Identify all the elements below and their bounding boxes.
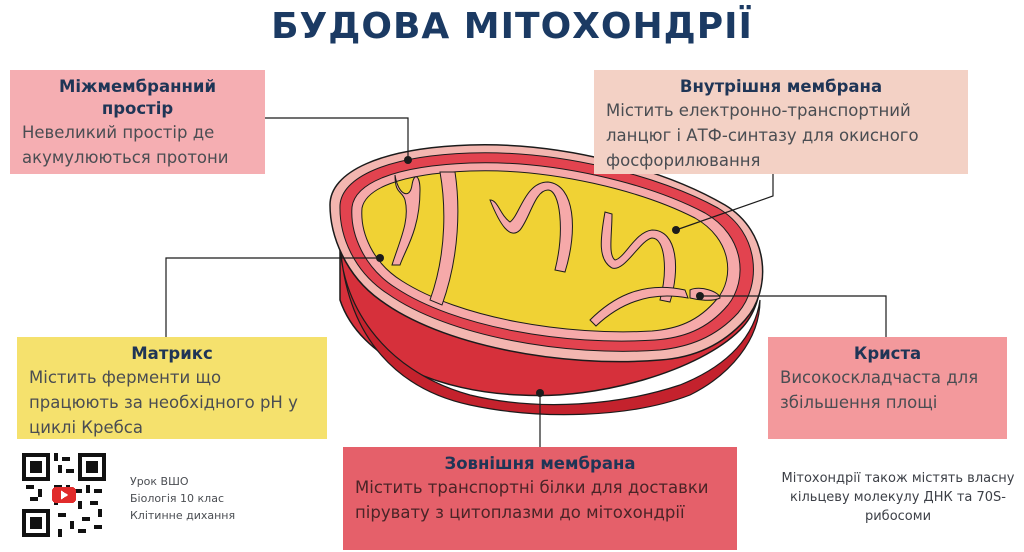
matrix-title: Матрикс — [131, 344, 213, 363]
crista-title: Криста — [853, 344, 922, 363]
crista-text: Високоскладчаста для збільшення площі — [780, 368, 979, 412]
pointer-dots — [376, 156, 704, 397]
pointer-crista — [700, 295, 887, 337]
intermembrane-space-label: Міжмембранний простір Невеликий простір … — [10, 70, 265, 174]
outer-membrane-text: Містить транспортні білки для доставки п… — [355, 478, 709, 522]
outer-membrane-label: Зовнішня мембрана Містить транспортні бі… — [343, 447, 737, 550]
pointer-inner-membrane — [675, 174, 774, 231]
cristae — [391, 171, 721, 327]
qr-code-icon[interactable] — [22, 453, 106, 537]
intermembrane-title: Міжмембранний простір — [58, 77, 217, 118]
outer-membrane-bottom — [339, 239, 761, 416]
outer-membrane-title: Зовнішня мембрана — [444, 454, 636, 473]
pointer-lines — [165, 117, 887, 447]
lesson-line-3: Клітинне дихання — [130, 509, 236, 522]
pointer-matrix — [165, 257, 380, 337]
pointer-intermembrane — [265, 117, 409, 160]
inner-membrane-title: Внутрішня мембрана — [679, 77, 883, 96]
lesson-line-1: Урок ВШО — [130, 475, 189, 488]
footnote: Мітохондрії також містять власну кільцев… — [781, 471, 1015, 524]
intermembrane-text: Невеликий простір де акумулюються протон… — [22, 123, 229, 167]
page-title: БУДОВА МІТОХОНДРІЇ — [271, 6, 753, 47]
crista-label: Криста Високоскладчаста для збільшення п… — [768, 337, 1007, 439]
inner-membrane-label: Внутрішня мембрана Містить електронно-тр… — [594, 70, 968, 174]
lesson-line-2: Біологія 10 клас — [130, 492, 224, 505]
matrix-label: Матрикс Містить ферменти що працюють за … — [17, 337, 327, 439]
inner-membrane-text: Містить електронно-транспортний ланцюг і… — [606, 101, 919, 170]
lesson-info: Урок ВШО Біологія 10 клас Клітинне дихан… — [130, 473, 235, 524]
matrix-text: Містить ферменти що працюють за необхідн… — [29, 368, 298, 437]
